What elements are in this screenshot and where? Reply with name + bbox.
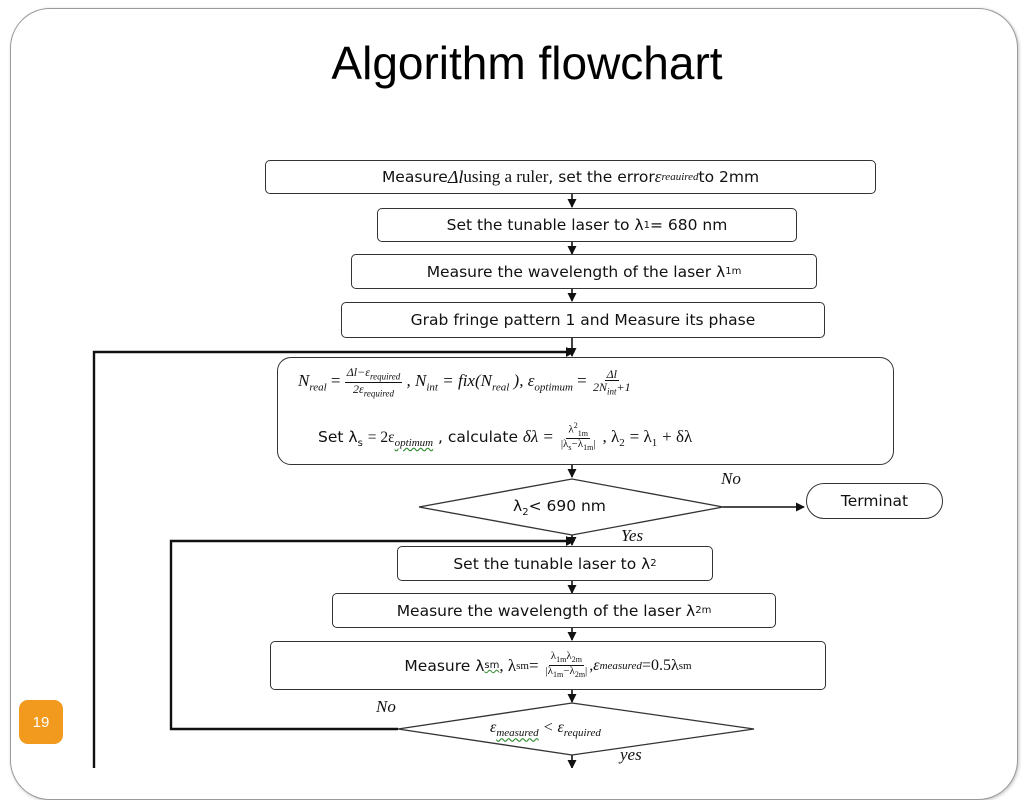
terminate-node: Terminat [806,483,943,519]
inner-loop-arrowhead [566,536,575,546]
decision1-yes-label: Yes [621,526,644,545]
decision1-no-label: No [721,469,741,488]
formula-n-real: Nreal = Δl−εrequired 2εrequired , Nint =… [298,365,631,399]
step-grab-fringe-pattern: Grab fringe pattern 1 and Measure its ph… [341,302,825,338]
outer-loop-arrowhead [566,347,575,357]
formula-set-lambda-s: Set λs = 2εoptimum , calculate δλ = λ21m… [318,421,693,453]
inner-loop-line [169,539,566,731]
decision2-yes-label: yes [620,745,642,764]
decision2-no-label: No [376,697,396,716]
step-compute-n-and-delta-lambda: Nreal = Δl−εrequired 2εrequired , Nint =… [277,357,894,465]
outer-loop-line [92,350,566,768]
decision-1-shape [418,478,724,536]
step-measure-delta-l: Measure Δl using a ruler , set the error… [265,160,876,194]
decision-lambda2-lt-690: λ2< 690 nm [513,497,606,519]
page-number-badge: 19 [19,700,63,744]
decision-2-shape [397,702,755,756]
slide-title: Algorithm flowchart [331,37,723,89]
decision-eps-measured-lt-required: εmeasured < εrequired [490,719,601,740]
flowchart-connectors [92,194,805,768]
